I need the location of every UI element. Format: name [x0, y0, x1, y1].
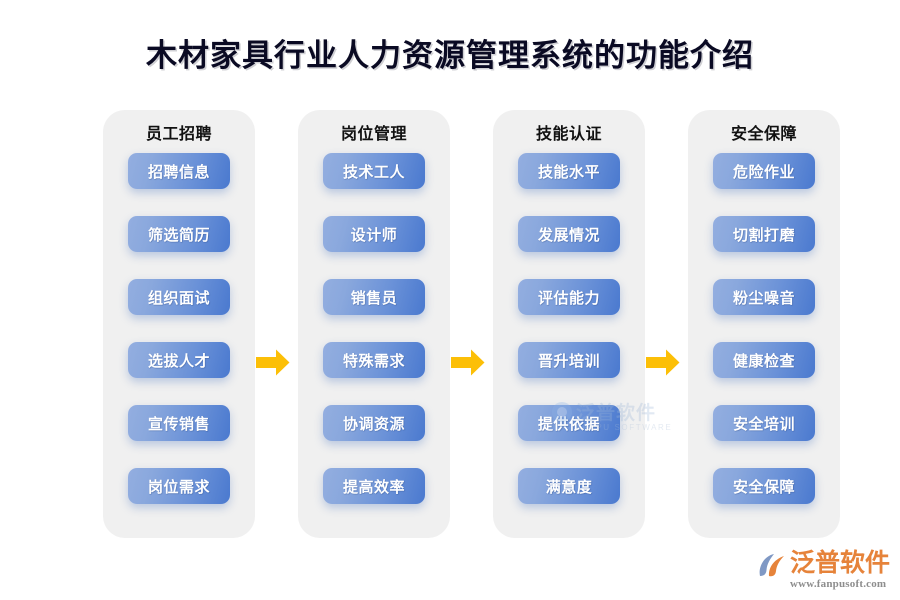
page-title: 木材家具行业人力资源管理系统的功能介绍: [146, 38, 754, 73]
arrow-right-icon: [451, 349, 485, 376]
flow-item[interactable]: 健康检查: [713, 342, 815, 378]
flow-item[interactable]: 技能水平: [518, 153, 620, 189]
column-header: 安全保障: [730, 126, 797, 143]
flow-item[interactable]: 评估能力: [518, 279, 620, 315]
fanpu-logo-icon: [757, 552, 787, 580]
column-header: 技能认证: [535, 126, 602, 143]
flow-item[interactable]: 满意度: [518, 468, 620, 504]
flow-item[interactable]: 发展情况: [518, 216, 620, 252]
flow-item[interactable]: 筛选简历: [128, 216, 230, 252]
flow-item[interactable]: 粉尘噪音: [713, 279, 815, 315]
flow-item[interactable]: 晋升培训: [518, 342, 620, 378]
flow-item[interactable]: 协调资源: [323, 405, 425, 441]
brand-logo: 泛普软件 www.fanpusoft.com: [757, 551, 893, 595]
flow-item[interactable]: 提高效率: [323, 468, 425, 504]
brand-text-block: 泛普软件 www.fanpusoft.com: [790, 550, 891, 591]
flow-column-safety-assurance: 安全保障 危险作业 切割打磨 粉尘噪音 健康检查 安全培训 安全保障: [688, 110, 840, 538]
arrow-right-icon: [646, 349, 680, 376]
flow-item[interactable]: 特殊需求: [323, 342, 425, 378]
flow-column-skill-certification: 技能认证 技能水平 发展情况 评估能力 晋升培训 提供依据 满意度: [493, 110, 645, 538]
flow-item[interactable]: 选拔人才: [128, 342, 230, 378]
flow-item[interactable]: 组织面试: [128, 279, 230, 315]
flow-column-position-management: 岗位管理 技术工人 设计师 销售员 特殊需求 协调资源 提高效率: [298, 110, 450, 538]
column-item-list: 技能水平 发展情况 评估能力 晋升培训 提供依据 满意度: [493, 153, 645, 504]
column-header: 岗位管理: [340, 126, 407, 143]
flow-item[interactable]: 安全保障: [713, 468, 815, 504]
flow-item[interactable]: 危险作业: [713, 153, 815, 189]
flow-item[interactable]: 招聘信息: [128, 153, 230, 189]
column-header: 员工招聘: [145, 126, 212, 143]
flow-diagram: 员工招聘 招聘信息 筛选简历 组织面试 选拔人才 宣传销售 岗位需求 岗位管理 …: [103, 110, 845, 540]
brand-url: www.fanpusoft.com: [790, 578, 887, 590]
arrow-right-icon: [256, 349, 290, 376]
column-item-list: 危险作业 切割打磨 粉尘噪音 健康检查 安全培训 安全保障: [688, 153, 840, 504]
flow-item[interactable]: 销售员: [323, 279, 425, 315]
flow-item[interactable]: 岗位需求: [128, 468, 230, 504]
flow-item[interactable]: 设计师: [323, 216, 425, 252]
brand-name: 泛普软件: [790, 550, 891, 577]
flow-column-employee-recruitment: 员工招聘 招聘信息 筛选简历 组织面试 选拔人才 宣传销售 岗位需求: [103, 110, 255, 538]
flow-item[interactable]: 安全培训: [713, 405, 815, 441]
flow-item[interactable]: 切割打磨: [713, 216, 815, 252]
column-item-list: 技术工人 设计师 销售员 特殊需求 协调资源 提高效率: [298, 153, 450, 504]
flow-item[interactable]: 宣传销售: [128, 405, 230, 441]
column-item-list: 招聘信息 筛选简历 组织面试 选拔人才 宣传销售 岗位需求: [103, 153, 255, 504]
flow-item[interactable]: 技术工人: [323, 153, 425, 189]
flow-item[interactable]: 提供依据: [518, 405, 620, 441]
